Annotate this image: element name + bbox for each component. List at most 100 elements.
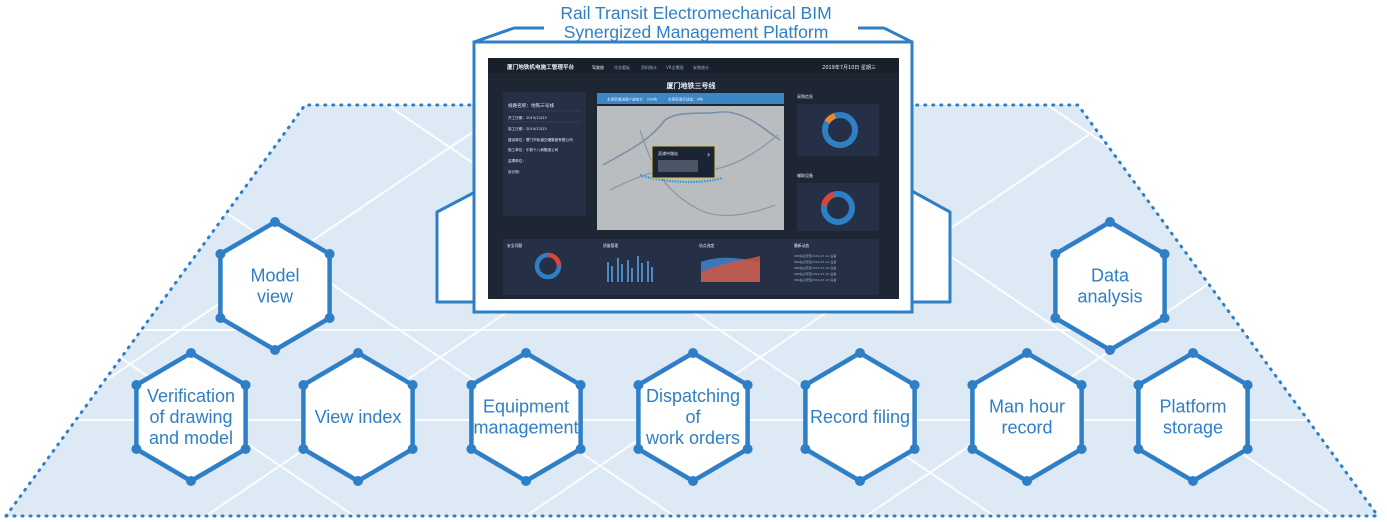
map-banner-stat: 本周新增完成量：0吨 — [668, 97, 703, 102]
module-hexagon[interactable]: Record filing — [800, 348, 920, 486]
hexagon-vertex-dot — [298, 380, 309, 390]
news-item[interactable]: KB9站点安装2019-07-10 设备 — [794, 259, 836, 264]
hexagon-vertex-dot — [575, 444, 586, 454]
hexagon-vertex-dot — [855, 348, 865, 358]
module-hexagon[interactable]: View index — [298, 348, 418, 486]
module-label: Model — [250, 266, 299, 286]
bottom-panel-title: 质量管理 — [603, 243, 618, 248]
bottom-panel-title: 安全问题 — [507, 243, 522, 248]
hexagon-vertex-dot — [521, 476, 531, 486]
hexagon-vertex-dot — [1022, 348, 1032, 358]
title-line-2: Synergized Management Platform — [564, 22, 829, 42]
info-line: 建设单位：厦门市轨道交通集团有限公司 — [508, 137, 573, 142]
dashboard-app-title: 厦门地铁机电施工管理平台 — [507, 63, 575, 71]
hexagon-vertex-dot — [240, 444, 251, 454]
dashboard-nav-item[interactable]: VR全景图 — [666, 64, 684, 70]
hexagon-vertex-dot — [800, 380, 811, 390]
module-label: Equipment — [483, 397, 569, 417]
hexagon-vertex-dot — [1242, 444, 1253, 454]
hexagon-vertex-dot — [186, 476, 196, 486]
module-label: analysis — [1077, 287, 1142, 307]
hexagon-vertex-dot — [270, 345, 280, 355]
hexagon-vertex-dot — [1050, 313, 1061, 323]
news-item[interactable]: KB9站点安装2019-07-10 设备 — [794, 265, 836, 270]
dashboard-screen: 厦门地铁机电施工管理平台 驾驶舱 任务看板 资料统计 VR全景图 安装统计 20… — [488, 58, 899, 299]
news-item[interactable]: KB9站点安装2019-07-10 设备 — [794, 253, 836, 258]
module-label: Man hour — [989, 397, 1065, 417]
dashboard-nav-item[interactable]: 任务看板 — [614, 64, 630, 70]
hexagon-vertex-dot — [1133, 380, 1144, 390]
map-title: 厦门地铁三号线 — [666, 81, 716, 90]
hexagon-vertex-dot — [131, 444, 142, 454]
hexagon-vertex-dot — [521, 348, 531, 358]
info-line: 设计院： — [508, 169, 522, 174]
right-panel-title: 辅助设备 — [797, 172, 813, 178]
chevron-right-icon[interactable]: › — [707, 150, 710, 159]
hexagon-vertex-dot — [131, 380, 142, 390]
hexagon-vertex-dot — [353, 476, 363, 486]
diagram-title: Rail Transit Electromechanical BIM Syner… — [560, 3, 831, 42]
dashboard-nav-item[interactable]: 驾驶舱 — [592, 64, 604, 70]
hexagon-vertex-dot — [1188, 348, 1198, 358]
hexagon-vertex-dot — [967, 380, 978, 390]
info-line: 监理单位： — [508, 158, 526, 163]
info-line: 开工日期：2019/12/23 — [508, 115, 547, 120]
module-label: and model — [149, 428, 233, 448]
hexagon-vertex-dot — [215, 313, 226, 323]
hexagon-vertex-dot — [1050, 249, 1061, 259]
hexagon-vertex-dot — [215, 249, 226, 259]
hexagon-vertex-dot — [407, 380, 418, 390]
news-item[interactable]: KB9站点安装2019-07-10 设备 — [794, 277, 836, 282]
hexagon-vertex-dot — [633, 380, 644, 390]
hexagon-vertex-dot — [1105, 217, 1115, 227]
module-label: Verification — [147, 386, 235, 406]
info-line: 施工单位：中铁十八局集团公司 — [508, 147, 559, 152]
module-label: Record filing — [810, 407, 910, 427]
hexagon-vertex-dot — [1133, 444, 1144, 454]
right-panel-title: 采购信息 — [797, 93, 813, 99]
hexagon-vertex-dot — [1242, 380, 1253, 390]
module-label: work orders — [645, 428, 740, 448]
map-popup-title: 双浦中路站 — [658, 150, 678, 156]
hexagon-vertex-dot — [324, 249, 335, 259]
module-label: management — [473, 418, 578, 438]
map-banner-stat: 本周新增进度产量统计：300吨 — [607, 97, 657, 102]
hexagon-vertex-dot — [466, 444, 477, 454]
module-label: Platform — [1159, 397, 1226, 417]
title-line-1: Rail Transit Electromechanical BIM — [560, 3, 831, 23]
module-label: of drawing — [149, 407, 232, 427]
info-line: 竣工日期：2019/12/23 — [508, 126, 547, 131]
hexagon-vertex-dot — [575, 380, 586, 390]
hexagon-vertex-dot — [1022, 476, 1032, 486]
dashboard-date: 2019年7月10日 星期三 — [822, 64, 876, 71]
hexagon-vertex-dot — [298, 444, 309, 454]
news-item[interactable]: KB9站点安装2019-07-10 设备 — [794, 271, 836, 276]
hexagon-vertex-dot — [270, 217, 280, 227]
hexagon-vertex-dot — [1159, 313, 1170, 323]
hexagon-vertex-dot — [855, 476, 865, 486]
module-label: View index — [315, 407, 402, 427]
hexagon-vertex-dot — [688, 348, 698, 358]
info-line-name: 线路名称：地铁三号线 — [508, 102, 554, 109]
module-label: storage — [1163, 418, 1223, 438]
dashboard-nav-item[interactable]: 资料统计 — [641, 64, 657, 70]
hexagon-vertex-dot — [240, 380, 251, 390]
hexagon-vertex-dot — [1188, 476, 1198, 486]
hexagon-vertex-dot — [1076, 380, 1087, 390]
hexagon-vertex-dot — [324, 313, 335, 323]
dashboard-nav-item[interactable]: 安装统计 — [693, 64, 709, 70]
hexagon-vertex-dot — [353, 348, 363, 358]
module-label: view — [257, 287, 294, 307]
bottom-panel-title: 站点进度 — [699, 243, 714, 248]
hexagon-vertex-dot — [1159, 249, 1170, 259]
